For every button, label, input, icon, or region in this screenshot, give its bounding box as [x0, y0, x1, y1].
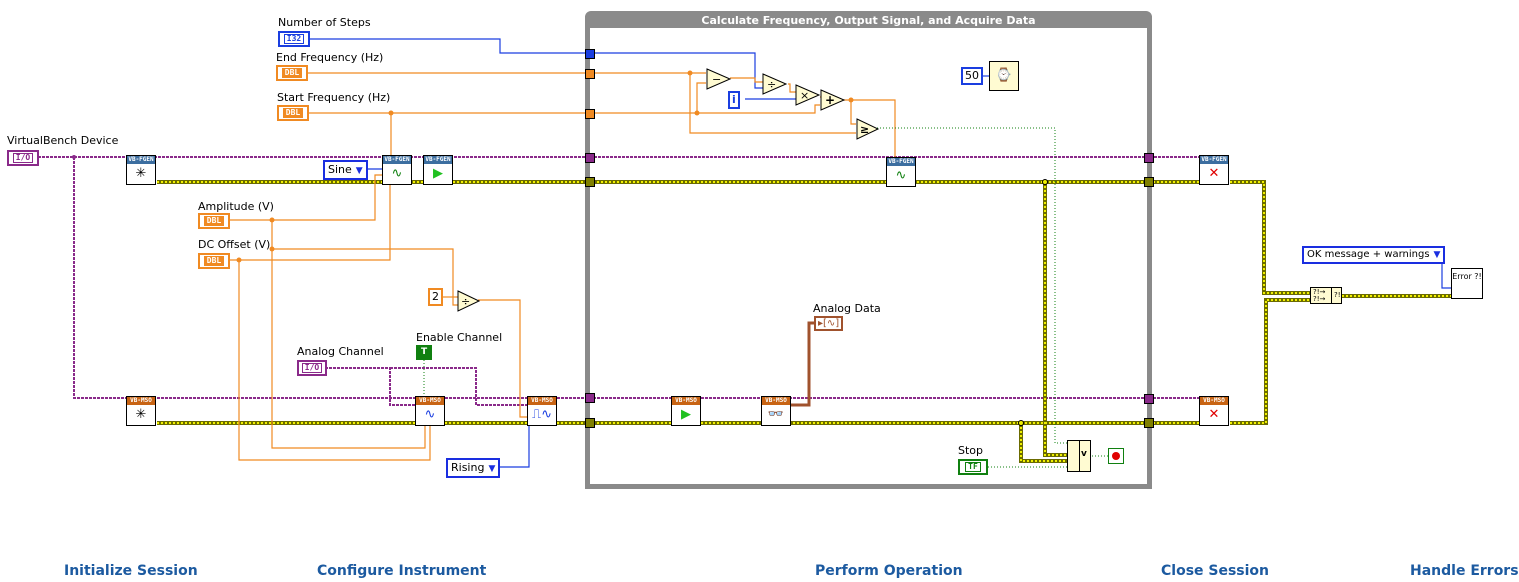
mso-session-wire: [73, 157, 1200, 399]
section-configure-instrument: Configure Instrument: [317, 563, 487, 579]
mso-read-analog-vi[interactable]: VB-MSO👓: [761, 396, 791, 426]
analog-channel-label: Analog Channel: [297, 345, 384, 358]
svg-text:≥: ≥: [860, 123, 869, 136]
error-bubble-icon: Error ?!: [1452, 272, 1482, 281]
fgen-configure-waveform-vi[interactable]: VB-FGEN∿: [382, 155, 412, 185]
divide-node[interactable]: ÷: [762, 73, 788, 95]
multiply-node[interactable]: ×: [795, 84, 821, 106]
dropdown-arrow-icon: ▼: [488, 464, 496, 474]
analog-data-indicator[interactable]: ▸[∿]: [814, 316, 844, 331]
junctions: [236, 70, 854, 263]
sine-wave-icon: ∿: [424, 407, 436, 422]
number-of-steps-terminal[interactable]: I32: [278, 31, 310, 47]
virtualbench-device-terminal[interactable]: I/O: [7, 150, 39, 166]
svg-text:÷: ÷: [767, 78, 776, 91]
amplitude-label: Amplitude (V): [198, 200, 274, 213]
dc-offset-terminal[interactable]: DBL: [198, 253, 230, 269]
enable-channel-label: Enable Channel: [416, 331, 503, 344]
glasses-icon: 👓: [767, 407, 785, 422]
tunnel-end-frequency: [585, 69, 595, 79]
tunnel-mso-session-in: [585, 393, 595, 403]
tunnel-fgen-error-out: [1144, 177, 1154, 187]
section-handle-errors: Handle Errors: [1410, 563, 1519, 579]
play-icon: ▶: [433, 166, 443, 181]
tunnel-mso-error-out: [1144, 418, 1154, 428]
tunnel-mso-error-in: [585, 418, 595, 428]
stop-label: Stop: [958, 444, 984, 457]
play-icon: ▶: [681, 407, 691, 422]
svg-text:+: +: [825, 93, 835, 107]
divide-by-two-node[interactable]: ÷: [457, 290, 481, 312]
waveform-wire: [791, 321, 815, 407]
virtualbench-device-label: VirtualBench Device: [7, 134, 119, 147]
edge-trigger-icon: ⎍∿: [532, 407, 552, 422]
fgen-initialize-vi[interactable]: VB-FGEN✳: [126, 155, 156, 185]
amplitude-terminal[interactable]: DBL: [198, 213, 230, 229]
divisor-constant[interactable]: 2: [428, 288, 443, 306]
close-icon: ✕: [1208, 407, 1220, 422]
compound-or-node[interactable]: v: [1067, 440, 1091, 472]
iteration-terminal[interactable]: i: [728, 91, 740, 109]
tunnel-steps: [585, 49, 595, 59]
section-close-session: Close Session: [1161, 563, 1270, 579]
numeric-wires: [229, 72, 896, 461]
analog-data-label: Analog Data: [813, 302, 881, 315]
sine-wave-icon: ∿: [895, 168, 907, 183]
sine-wave-icon: ∿: [391, 166, 403, 181]
error-dialog-type-ring[interactable]: OK message + warnings▼: [1302, 246, 1446, 264]
initialize-icon: ✳: [135, 407, 147, 422]
dropdown-arrow-icon: ▼: [1433, 250, 1441, 260]
refnum-wires: [38, 156, 1200, 406]
stop-terminal[interactable]: TF: [958, 459, 988, 475]
subtract-node[interactable]: −: [706, 68, 732, 90]
tunnel-fgen-error-in: [585, 177, 595, 187]
simple-error-handler-vi[interactable]: Error ?!: [1451, 268, 1483, 299]
loop-condition-terminal[interactable]: [1108, 448, 1124, 464]
start-frequency-terminal[interactable]: DBL: [277, 105, 309, 121]
tunnel-fgen-session-out: [1144, 153, 1154, 163]
waveform-type-ring[interactable]: Sine▼: [323, 160, 368, 180]
wait-ms-constant[interactable]: 50: [961, 67, 983, 85]
fgen-close-vi[interactable]: VB-FGEN✕: [1199, 155, 1229, 185]
merge-errors-node[interactable]: ?!→?!→?!: [1310, 287, 1342, 304]
mso-configure-analog-channel-vi[interactable]: VB-MSO∿: [415, 396, 445, 426]
number-of-steps-label: Number of Steps: [278, 16, 371, 29]
mso-configure-trigger-vi[interactable]: VB-MSO⎍∿: [527, 396, 557, 426]
while-loop-title: Calculate Frequency, Output Signal, and …: [701, 14, 1036, 27]
fgen-run-vi[interactable]: VB-FGEN▶: [423, 155, 453, 185]
enable-channel-constant[interactable]: T: [416, 345, 433, 360]
mso-run-vi[interactable]: VB-MSO▶: [671, 396, 701, 426]
dropdown-arrow-icon: ▼: [355, 166, 363, 176]
dc-offset-label: DC Offset (V): [198, 238, 271, 251]
greater-or-equal-node[interactable]: ≥: [856, 118, 880, 140]
svg-text:−: −: [712, 73, 721, 86]
waveform-icon: ▸[∿]: [818, 318, 840, 329]
wristwatch-icon: ⌚: [995, 68, 1013, 83]
wait-ms-function[interactable]: ⌚: [989, 61, 1019, 91]
add-node[interactable]: +: [820, 89, 846, 111]
section-initialize-session: Initialize Session: [64, 563, 198, 579]
tunnel-fgen-session-in: [585, 153, 595, 163]
analog-channel-wire: [325, 367, 415, 406]
svg-text:×: ×: [800, 89, 809, 102]
stop-if-true-icon: [1112, 452, 1120, 460]
while-loop-frame[interactable]: [585, 11, 1152, 489]
mso-initialize-vi[interactable]: VB-MSO✳: [126, 396, 156, 426]
svg-text:÷: ÷: [461, 295, 470, 308]
section-perform-operation: Perform Operation: [815, 563, 963, 579]
boolean-wires: [423, 127, 1108, 468]
end-frequency-terminal[interactable]: DBL: [276, 65, 308, 81]
start-frequency-label: Start Frequency (Hz): [277, 91, 391, 104]
tunnel-mso-session-out: [1144, 394, 1154, 404]
mso-close-vi[interactable]: VB-MSO✕: [1199, 396, 1229, 426]
tunnel-start-frequency: [585, 109, 595, 119]
fgen-configure-waveform-loop-vi[interactable]: VB-FGEN∿: [886, 157, 916, 187]
trigger-edge-ring[interactable]: Rising▼: [446, 458, 501, 478]
end-frequency-label: End Frequency (Hz): [276, 51, 384, 64]
close-icon: ✕: [1208, 166, 1220, 181]
initialize-icon: ✳: [135, 166, 147, 181]
analog-channel-terminal[interactable]: I/O: [297, 360, 327, 376]
